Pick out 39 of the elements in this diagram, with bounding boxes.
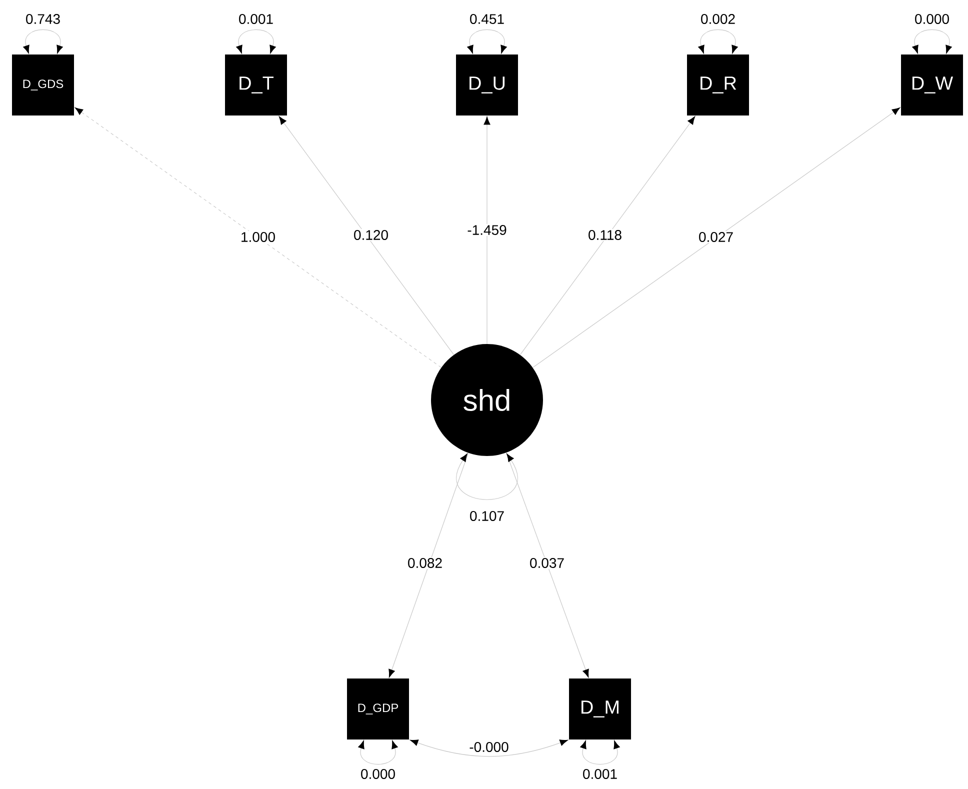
edge-label: 0.118	[587, 229, 623, 241]
covariance-arrow	[410, 740, 568, 757]
edge-label: 0.107	[468, 510, 506, 522]
path-arrow	[278, 116, 454, 355]
observed-variable-box: D_T	[225, 54, 287, 116]
path-arrow	[388, 452, 469, 678]
edge-label: 0.082	[406, 557, 444, 569]
variance-loop	[23, 29, 63, 54]
variance-loop	[456, 454, 518, 500]
observed-variable-box: D_GDP	[347, 678, 409, 740]
variance-loop	[912, 29, 952, 54]
edge-label: 0.037	[528, 557, 566, 569]
edge-label: 0.000	[360, 768, 397, 780]
edge-label: 0.002	[700, 13, 737, 25]
path-arrow	[506, 452, 589, 678]
variance-loop	[467, 29, 507, 54]
observed-variable-box: D_R	[687, 54, 749, 116]
observed-variable-box: D_W	[901, 54, 964, 116]
path-arrow	[484, 116, 490, 344]
observed-variable-box: D_GDS	[12, 54, 74, 116]
observed-variable-box: D_M	[569, 678, 631, 740]
path-arrow	[74, 107, 442, 368]
variance-loop	[698, 29, 738, 54]
observed-variable-box: D_U	[456, 54, 518, 116]
path-arrow	[532, 107, 900, 368]
edge-label: 0.027	[698, 231, 735, 243]
edge-label: -1.459	[466, 224, 508, 236]
variance-loop	[580, 740, 620, 765]
edge-label: 0.001	[582, 768, 619, 780]
edge-label: 0.120	[352, 229, 390, 241]
edge-label: 0.743	[24, 13, 62, 25]
variance-loop	[236, 29, 276, 54]
edge-label: 0.451	[468, 13, 506, 25]
edge-label: -0.000	[468, 741, 510, 753]
edge-label: 1.000	[239, 231, 277, 243]
variance-loop	[358, 740, 398, 765]
edge-label: 0.001	[237, 13, 275, 25]
edge-label: 0.000	[914, 13, 951, 25]
path-arrow	[520, 116, 696, 355]
